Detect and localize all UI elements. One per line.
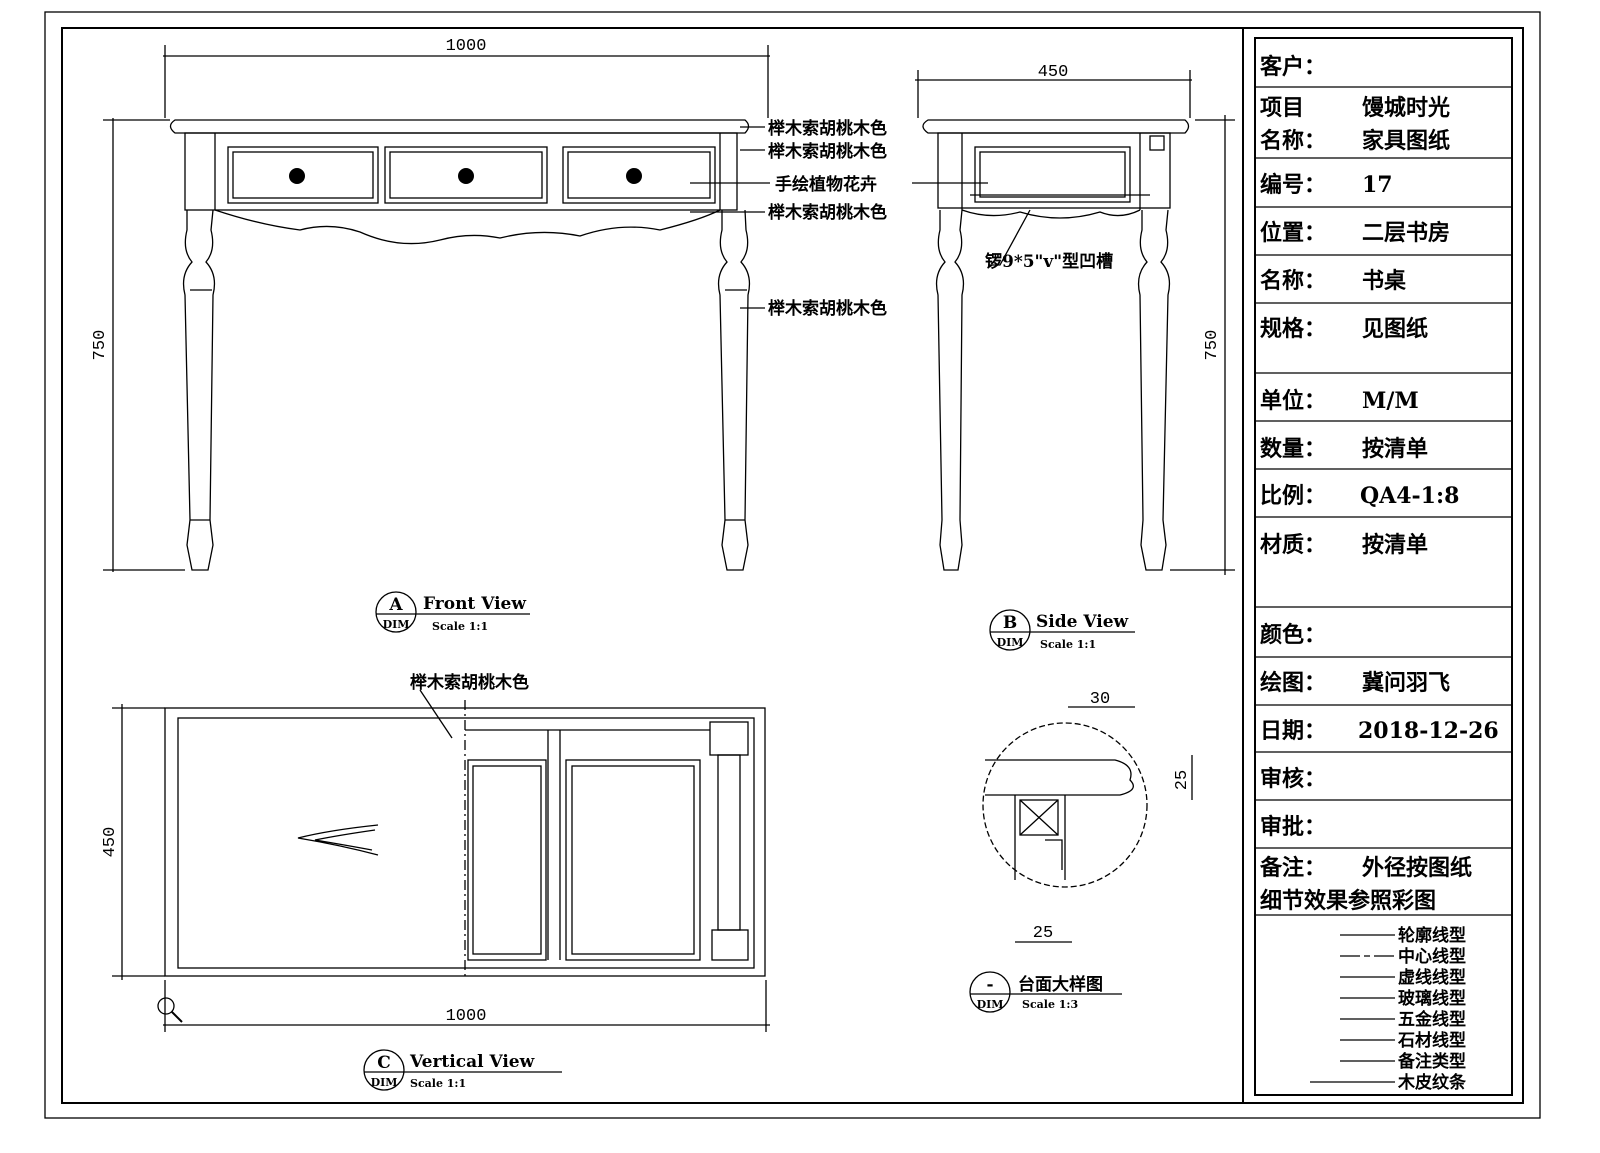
views-0-id: A bbox=[388, 595, 403, 615]
client-label: 客户： bbox=[1260, 54, 1326, 80]
dim-detail-top: 30 bbox=[1090, 690, 1110, 709]
detail-view: 30 25 25 bbox=[982, 690, 1193, 943]
views-0-scale: Scale 1:1 bbox=[432, 620, 488, 633]
project-name: 馒城时光 bbox=[1362, 95, 1450, 121]
view-label-detail: - DIM 台面大样图 Scale 1:3 bbox=[969, 971, 1122, 1013]
views-1-code: DIM bbox=[997, 636, 1024, 649]
dim-front-height: 750 bbox=[91, 330, 110, 361]
title_block-legend-4: 五金线型 bbox=[1398, 1009, 1466, 1030]
title_block-spec-value: 见图纸 bbox=[1362, 316, 1428, 342]
outer-border bbox=[44, 11, 1541, 1119]
label-drawer-face: 手绘植物花卉 bbox=[775, 174, 877, 195]
title_block-number-value: 17 bbox=[1362, 172, 1393, 198]
views-2-code: DIM bbox=[371, 1076, 398, 1089]
title_block-project-label2: 名称： bbox=[1260, 128, 1326, 154]
views-3-title: 台面大样图 bbox=[1018, 974, 1103, 995]
line-legend: 轮廓线型 中心线型 虚线线型 玻璃线型 五金线型 石材线型 备注类型 木皮纹条 bbox=[1310, 925, 1467, 1093]
dim-side-depth: 450 bbox=[1038, 63, 1069, 82]
label-groove: 锣9*5"v"型凹槽 bbox=[985, 251, 1113, 272]
title_block-name-value: 书桌 bbox=[1362, 268, 1407, 294]
views-3-scale: Scale 1:3 bbox=[1022, 998, 1078, 1011]
title_block-unit-label: 单位： bbox=[1260, 388, 1326, 414]
label-skirt: 榉木索胡桃木色 bbox=[768, 202, 887, 223]
views-2-scale: Scale 1:1 bbox=[410, 1077, 466, 1090]
title_block-review-label: 审核： bbox=[1260, 766, 1326, 792]
title_block-notes-line2: 细节效果参照彩图 bbox=[1260, 888, 1436, 914]
views-2-title: Vertical View bbox=[409, 1052, 535, 1072]
dim-detail-side: 25 bbox=[1173, 770, 1192, 790]
label-top-surface: 榉木索胡桃木色 bbox=[410, 672, 529, 693]
vertical-view: 450 1000 榉木索胡桃木色 bbox=[101, 672, 770, 1032]
title_block-date-label: 日期： bbox=[1260, 718, 1326, 744]
title_block-material-value: 按清单 bbox=[1362, 532, 1428, 558]
title_block-legend-6: 备注类型 bbox=[1397, 1051, 1466, 1072]
magnifier-icon bbox=[157, 997, 175, 1015]
title_block-location-label: 位置： bbox=[1260, 220, 1326, 246]
dim-top-width: 1000 bbox=[446, 1007, 487, 1026]
title_block-legend-2: 虚线线型 bbox=[1398, 967, 1466, 988]
title_block-number-label: 编号： bbox=[1260, 172, 1326, 198]
title_block-legend-5: 石材线型 bbox=[1397, 1030, 1466, 1051]
title_block-name-label: 名称： bbox=[1260, 268, 1326, 294]
title_block-legend-7: 木皮纹条 bbox=[1397, 1072, 1467, 1093]
title_block-date-value: 2018-12-26 bbox=[1358, 718, 1499, 744]
title_block-unit-value: M/M bbox=[1362, 388, 1419, 414]
title_block-legend-0: 轮廓线型 bbox=[1398, 925, 1466, 946]
title_block-spec-label: 规格： bbox=[1260, 316, 1326, 342]
knob bbox=[289, 168, 305, 184]
front-view: 1000 750 榉木索胡桃木色 榉木索胡桃木色 手绘植物花卉 榉木索胡桃木色 … bbox=[91, 37, 988, 572]
side-view: 450 750 锣9*5"v"型凹槽 bbox=[915, 63, 1235, 575]
title_block-project-value2: 家具图纸 bbox=[1362, 128, 1450, 154]
title_block-legend-1: 中心线型 bbox=[1398, 946, 1466, 967]
dim-front-width: 1000 bbox=[446, 37, 487, 56]
dim-side-height: 750 bbox=[1203, 330, 1222, 361]
label-top-edge: 榉木索胡桃木色 bbox=[768, 118, 887, 139]
knob bbox=[626, 168, 642, 184]
views-1-scale: Scale 1:1 bbox=[1040, 638, 1096, 651]
title_block-quantity-value: 按清单 bbox=[1362, 436, 1428, 462]
views-2-id: C bbox=[377, 1053, 391, 1073]
title_block-quantity-label: 数量： bbox=[1260, 436, 1326, 462]
title_block-drawn-label: 绘图： bbox=[1260, 670, 1326, 696]
title_block-scale-label: 比例： bbox=[1260, 483, 1326, 509]
dim-detail-bottom: 25 bbox=[1033, 924, 1053, 943]
title_block-material-label: 材质： bbox=[1260, 532, 1326, 558]
views-0-code: DIM bbox=[383, 618, 410, 631]
title_block-scale-value: QA4-1:8 bbox=[1360, 483, 1459, 509]
title_block-color-label: 颜色： bbox=[1260, 622, 1326, 648]
label-leg: 榉木索胡桃木色 bbox=[768, 298, 887, 319]
views-3-code: DIM bbox=[977, 998, 1004, 1011]
title_block-approve-label: 审批： bbox=[1260, 814, 1326, 840]
views-1-id: B bbox=[1003, 613, 1017, 633]
title_block-location-value: 二层书房 bbox=[1362, 220, 1450, 246]
title_block-legend-3: 玻璃线型 bbox=[1398, 988, 1466, 1009]
inner-border bbox=[61, 27, 1524, 1104]
title_block-project-label1: 项目 bbox=[1260, 95, 1304, 121]
title_block-notes-value: 外径按图纸 bbox=[1362, 855, 1472, 881]
views-3-id: - bbox=[986, 975, 993, 995]
knob bbox=[458, 168, 474, 184]
views-1-title: Side View bbox=[1036, 612, 1129, 632]
views-0-title: Front View bbox=[423, 594, 526, 614]
dim-top-depth: 450 bbox=[101, 827, 120, 858]
title_block-notes-label: 备注： bbox=[1259, 855, 1326, 881]
label-apron: 榉木索胡桃木色 bbox=[768, 141, 887, 162]
title_block-drawn-value: 冀问羽飞 bbox=[1362, 670, 1450, 696]
